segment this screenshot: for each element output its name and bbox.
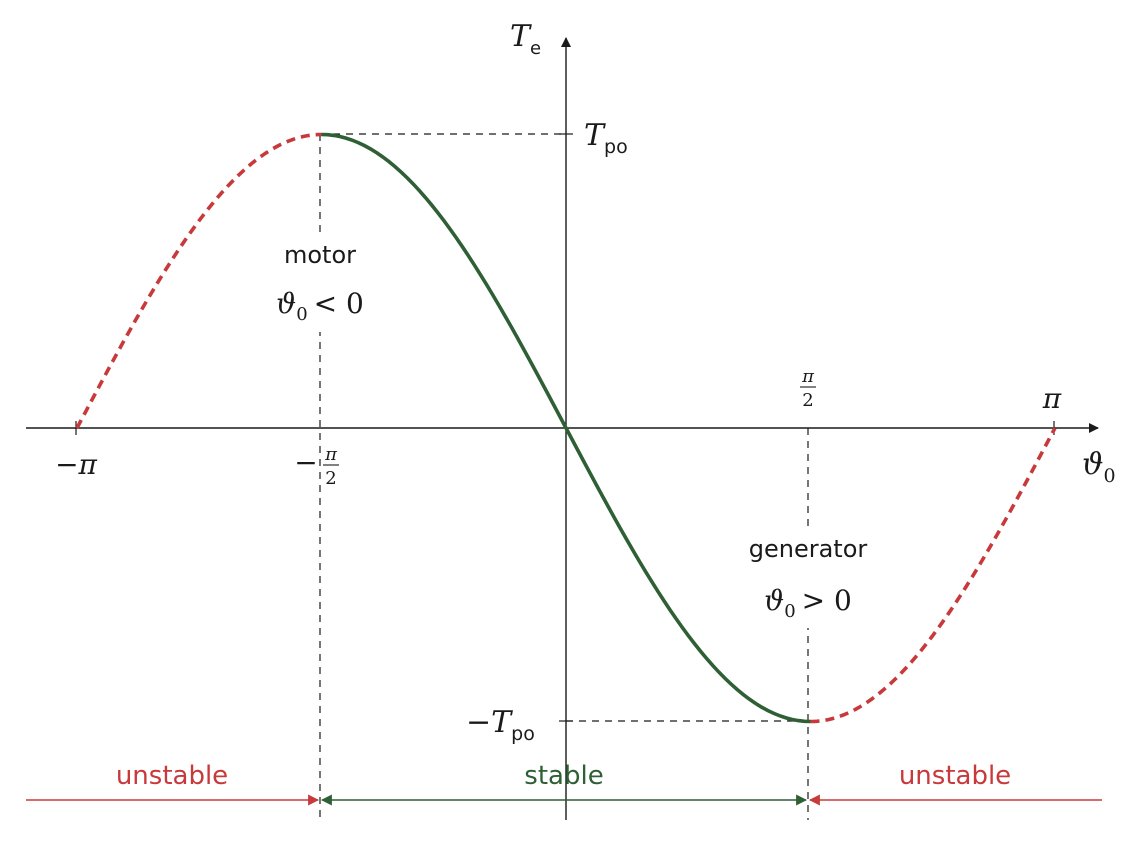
region-label-unstable-right: unstable xyxy=(899,761,1011,791)
tick-label-neg-pi: −π xyxy=(55,448,97,481)
tick-label-half-pi-num: π xyxy=(801,366,815,387)
tick-label-neg-half-pi-den: 2 xyxy=(325,468,336,489)
curve-stable xyxy=(321,132,811,724)
region-label-stable: stable xyxy=(524,761,603,791)
tick-label-half-pi-den: 2 xyxy=(802,390,813,411)
tick-label-neg-half-pi: − π 2 xyxy=(294,444,339,489)
generator-condition: ϑ0> 0 xyxy=(764,584,852,622)
y-axis-label: Te xyxy=(510,19,541,59)
motor-label-background xyxy=(254,232,386,332)
motor-condition: ϑ0< 0 xyxy=(276,287,364,325)
curve-unstable-right xyxy=(810,427,1057,724)
generator-label: generator xyxy=(749,535,868,563)
x-axis-label: ϑ0 xyxy=(1082,447,1116,487)
tick-label-tpo: Tpo xyxy=(584,118,628,158)
tick-label-neg-half-pi-num: π xyxy=(324,444,338,465)
tick-label-neg-tpo: −Tpo xyxy=(466,705,535,745)
tick-label-pi: π xyxy=(1042,382,1062,415)
motor-label: motor xyxy=(284,241,356,269)
tick-label-half-pi: π 2 xyxy=(800,366,816,411)
generator-label-background xyxy=(730,528,886,628)
tick-label-neg-half-pi-minus: − xyxy=(294,446,317,479)
curve-unstable-left xyxy=(75,132,322,429)
region-label-unstable-left: unstable xyxy=(116,761,228,791)
